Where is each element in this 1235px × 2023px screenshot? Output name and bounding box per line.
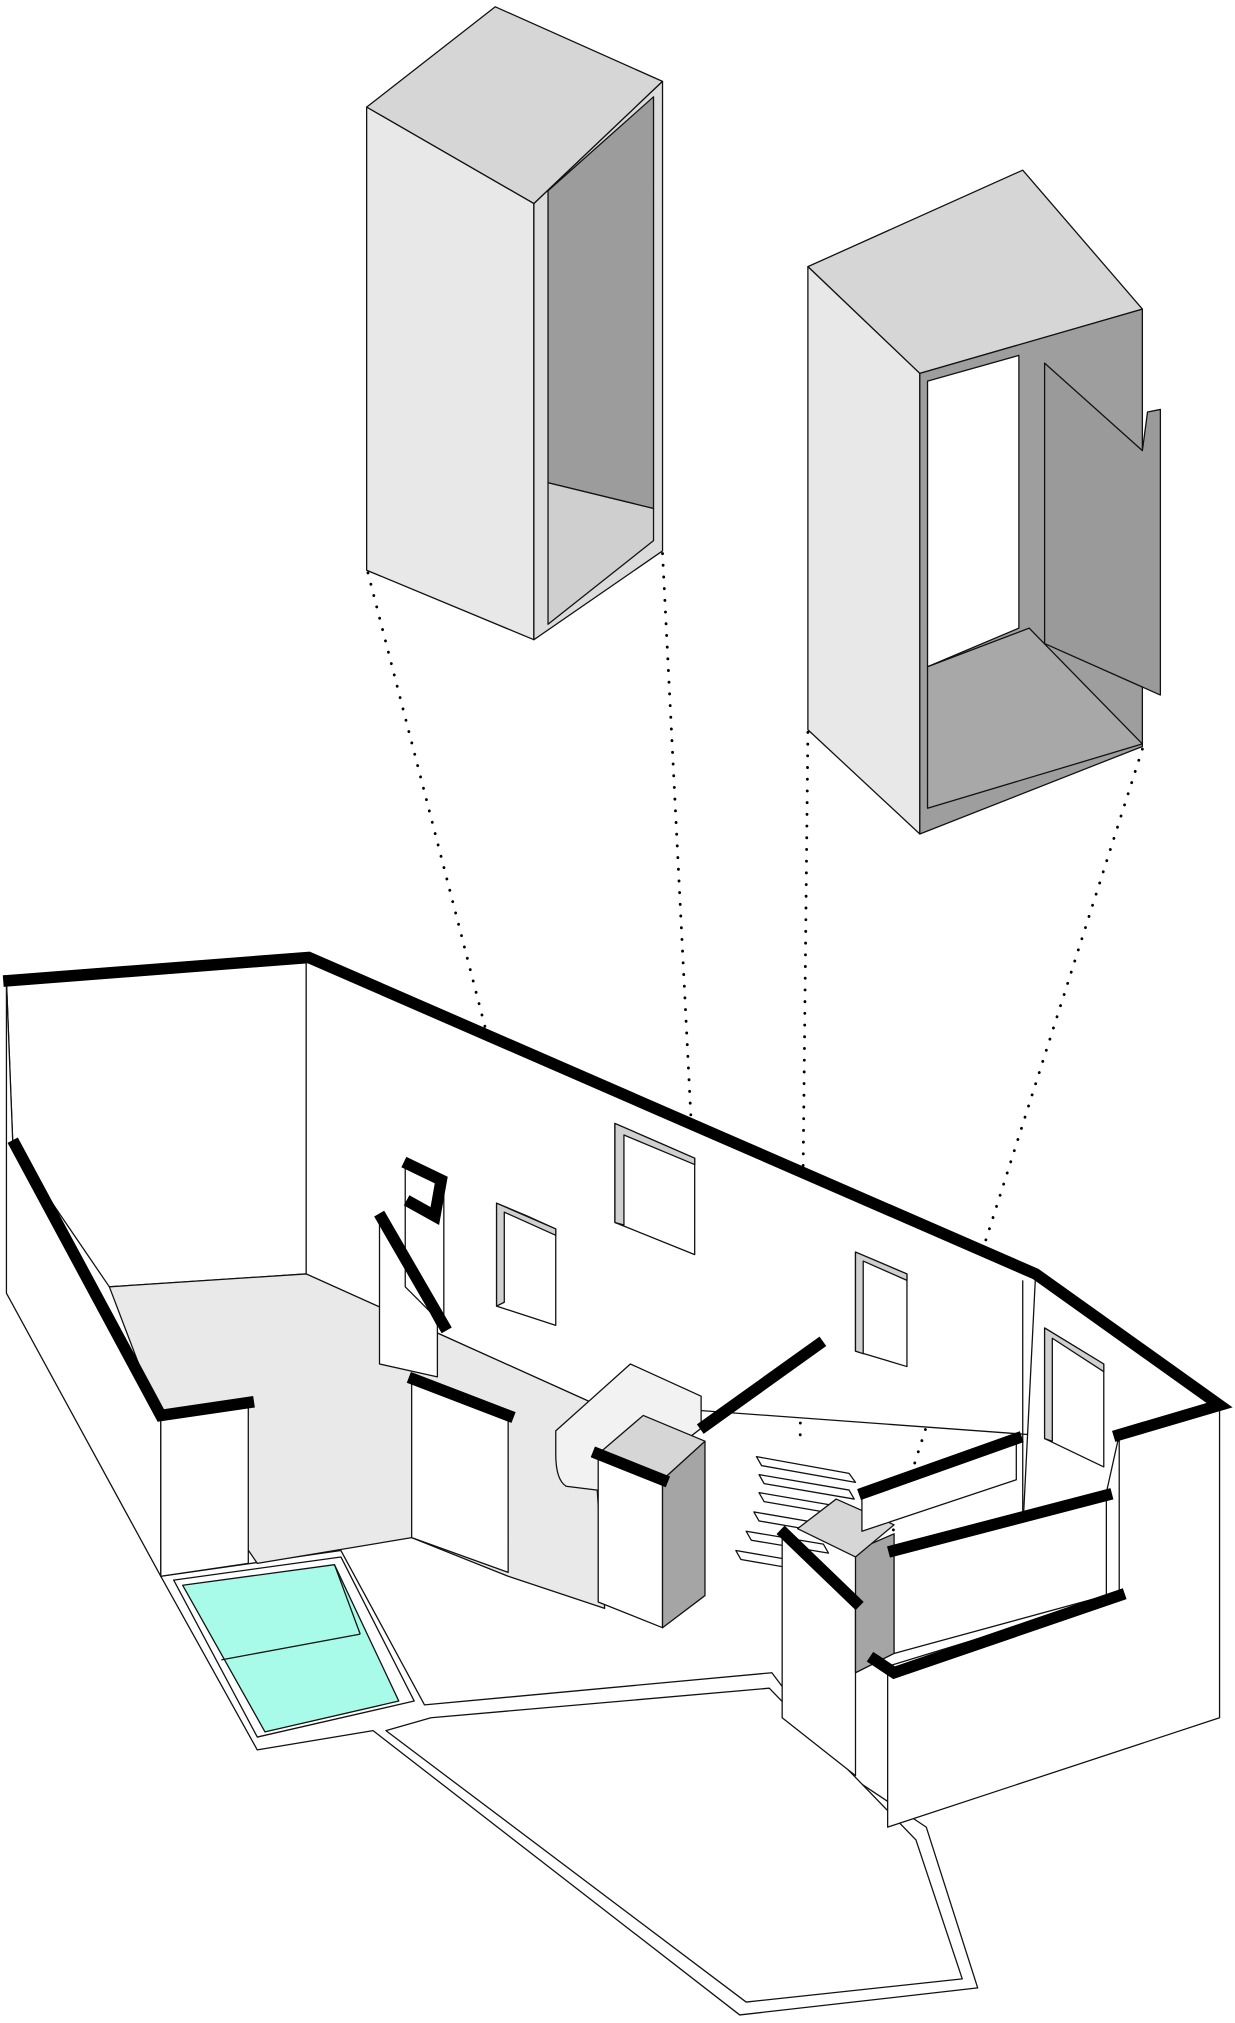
box2-floor bbox=[926, 627, 1144, 809]
pool-step bbox=[333, 1564, 361, 1635]
stair-tread bbox=[758, 1473, 855, 1500]
terrace-inner bbox=[385, 1687, 963, 2003]
wall-cut-partition bbox=[374, 1210, 452, 1334]
wall-cut-right bbox=[887, 1488, 1114, 1558]
wall-cut-partition bbox=[401, 1156, 448, 1226]
window-reveal bbox=[495, 1202, 557, 1307]
wall-cut-left bbox=[7, 1137, 255, 1422]
right-box-top bbox=[796, 1498, 895, 1558]
pool-step bbox=[221, 1633, 361, 1661]
pool-water bbox=[182, 1564, 400, 1733]
wall-cut-right bbox=[776, 1525, 864, 1611]
projection-line bbox=[798, 730, 810, 1441]
stair-tread bbox=[755, 1455, 857, 1483]
window-reveal bbox=[614, 1122, 696, 1226]
wall-cut-right bbox=[866, 1588, 1127, 1680]
wall-cut-front bbox=[406, 1371, 516, 1423]
wall-cut-center bbox=[696, 1336, 827, 1434]
box1-interior-floor bbox=[547, 482, 655, 625]
projection-line bbox=[886, 747, 1144, 1550]
box-module-left bbox=[365, 6, 664, 641]
box2-opening bbox=[926, 354, 1020, 668]
wall-cut-center bbox=[590, 1446, 671, 1488]
box2-door-panel bbox=[1043, 362, 1162, 696]
wall-cut-right bbox=[857, 1431, 1024, 1501]
wall-cut-top bbox=[2, 951, 1233, 1442]
window-reveal bbox=[854, 1251, 908, 1355]
left-return-wall bbox=[160, 1401, 249, 1577]
box-module-right bbox=[807, 169, 1162, 835]
building-plan bbox=[2, 951, 1233, 2016]
window-reveal bbox=[1043, 1327, 1105, 1442]
